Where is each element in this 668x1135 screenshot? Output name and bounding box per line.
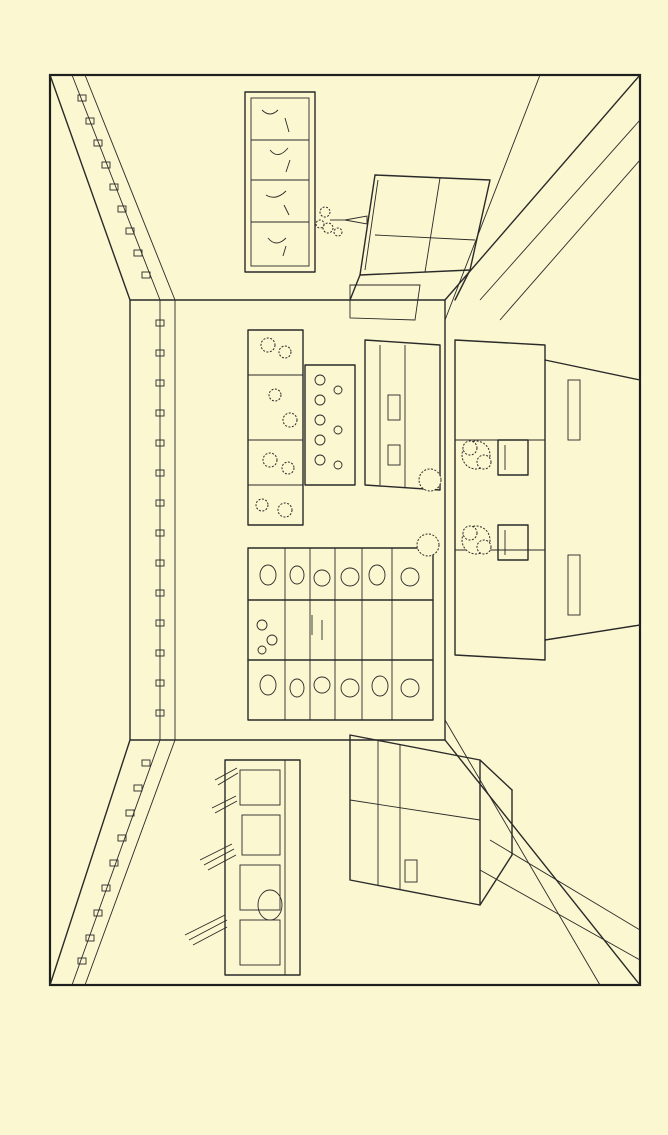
flower-arrangement-3 [418,468,442,492]
shelving-unit [247,547,434,721]
floor [479,119,641,961]
flower-vase [315,206,368,237]
flower-arrangement-2 [461,525,492,555]
illustration-frame [48,73,642,987]
wall-picture-top [244,91,316,273]
chair-lower [497,524,529,561]
dining-table [454,339,641,661]
flower-arrangement-4 [416,533,440,557]
wall-shelf-bottom [184,759,301,976]
ceiling-molding [71,74,165,986]
wall-picture-back [247,329,304,526]
flower-arrangement-1 [461,440,492,470]
sideboard [364,339,441,491]
chair-upper [497,439,529,476]
perspective-lines [49,74,641,986]
back-wall [129,299,446,741]
display-cabinet-bottom [349,734,513,906]
plate-rack [304,364,356,486]
display-cabinet-top [349,174,491,321]
